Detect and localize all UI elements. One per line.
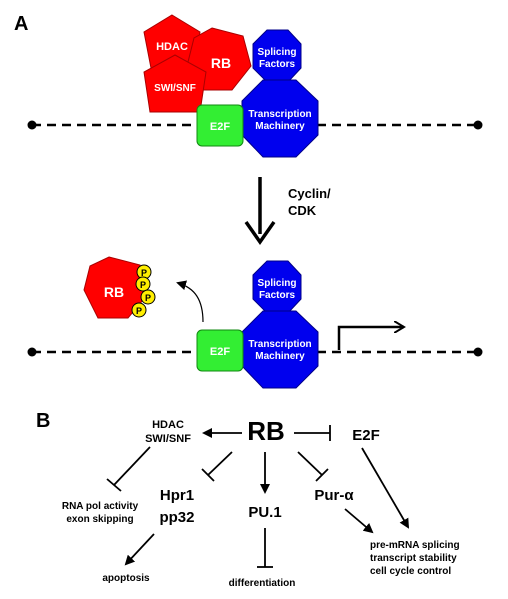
- edge-rb-inhibits-pur-bar: [315, 468, 329, 482]
- splicing-label-top-2: Factors: [259, 59, 296, 70]
- panel-b-label: B: [36, 410, 50, 432]
- hdac-label: HDAC: [156, 41, 188, 53]
- outcome-node-label-2: transcript stability: [370, 553, 457, 564]
- pur-alpha-node-label: Pur-α: [314, 487, 354, 504]
- rna-node-label-2: exon skipping: [66, 514, 133, 525]
- bottom-complex: Splicing Factors Transcription Machinery…: [196, 260, 319, 389]
- apoptosis-node-label: apoptosis: [102, 573, 150, 584]
- phospho-label-2: P: [140, 280, 146, 290]
- edge-hpr1-to-apoptosis: [124, 533, 155, 566]
- phospho-label-3: P: [145, 293, 151, 303]
- splicing-label-top-1: Splicing: [258, 47, 297, 58]
- release-arrow: [176, 280, 204, 323]
- differentiation-node-label: differentiation: [229, 578, 296, 589]
- phospho-group-4: P: [131, 302, 147, 318]
- phospho-label-1: P: [141, 268, 147, 278]
- e2f-box-bottom: [196, 329, 244, 372]
- e2f-label-top: E2F: [210, 121, 230, 133]
- transcription-label-bottom-1: Transcription: [248, 339, 311, 350]
- edge-rb-inhibits-hpr1: [207, 451, 233, 476]
- top-complex: HDAC RB SWI/SNF Splicing Factors Transcr…: [143, 14, 319, 158]
- bottom-dna-line: [27, 347, 483, 357]
- rb-label-released: RB: [104, 284, 124, 300]
- e2f-node-label: E2F: [352, 427, 380, 444]
- panel-a-label: A: [14, 13, 28, 35]
- phospho-label-4: P: [136, 306, 142, 316]
- transcription-label-top-1: Transcription: [248, 109, 311, 120]
- edge-pur-to-outcomes: [344, 508, 374, 534]
- top-dna-line: [27, 120, 483, 130]
- rna-node-label-1: RNA pol activity: [62, 501, 139, 512]
- splicing-label-bottom-1: Splicing: [258, 278, 297, 289]
- panel-b-edges: [106, 425, 410, 568]
- cyclin-label: Cyclin/: [288, 186, 331, 201]
- transcription-label-top-2: Machinery: [255, 121, 305, 132]
- cdk-label: CDK: [288, 203, 317, 218]
- outcome-node-label-1: pre-mRNA splicing: [370, 540, 460, 551]
- edge-hdac-inhibits-rna: [113, 446, 151, 486]
- hpr1-node-label: Hpr1: [160, 487, 194, 504]
- edge-e2f-to-outcomes: [361, 447, 410, 529]
- cyclin-cdk-arrow: [244, 177, 276, 246]
- swi-snf-label: SWI/SNF: [154, 83, 196, 94]
- e2f-label-bottom: E2F: [210, 346, 230, 358]
- edge-hdac-inhibits-rna-bar: [106, 478, 122, 492]
- phospho-group-2: P: [135, 276, 151, 292]
- splicing-label-bottom-2: Factors: [259, 290, 296, 301]
- e2f-box-top: [196, 104, 244, 147]
- phosphorylated-rb: RB P P P P: [83, 256, 156, 319]
- edge-rb-inhibits-pur: [297, 451, 323, 476]
- phospho-group-3: P: [140, 289, 156, 305]
- hdac-node-label-2: SWI/SNF: [145, 433, 191, 445]
- rb-label-top: RB: [211, 55, 231, 71]
- pp32-node-label: pp32: [159, 509, 194, 526]
- pu1-node-label: PU.1: [248, 504, 281, 521]
- swi-snf-pentagon: [143, 54, 207, 113]
- transcription-start-arrow: [337, 327, 404, 350]
- edge-rb-inhibits-hpr1-bar: [201, 468, 215, 482]
- transcription-label-bottom-2: Machinery: [255, 351, 305, 362]
- outcome-node-label-3: cell cycle control: [370, 566, 451, 577]
- rb-central-label: RB: [247, 416, 285, 446]
- hdac-node-label-1: HDAC: [152, 419, 184, 431]
